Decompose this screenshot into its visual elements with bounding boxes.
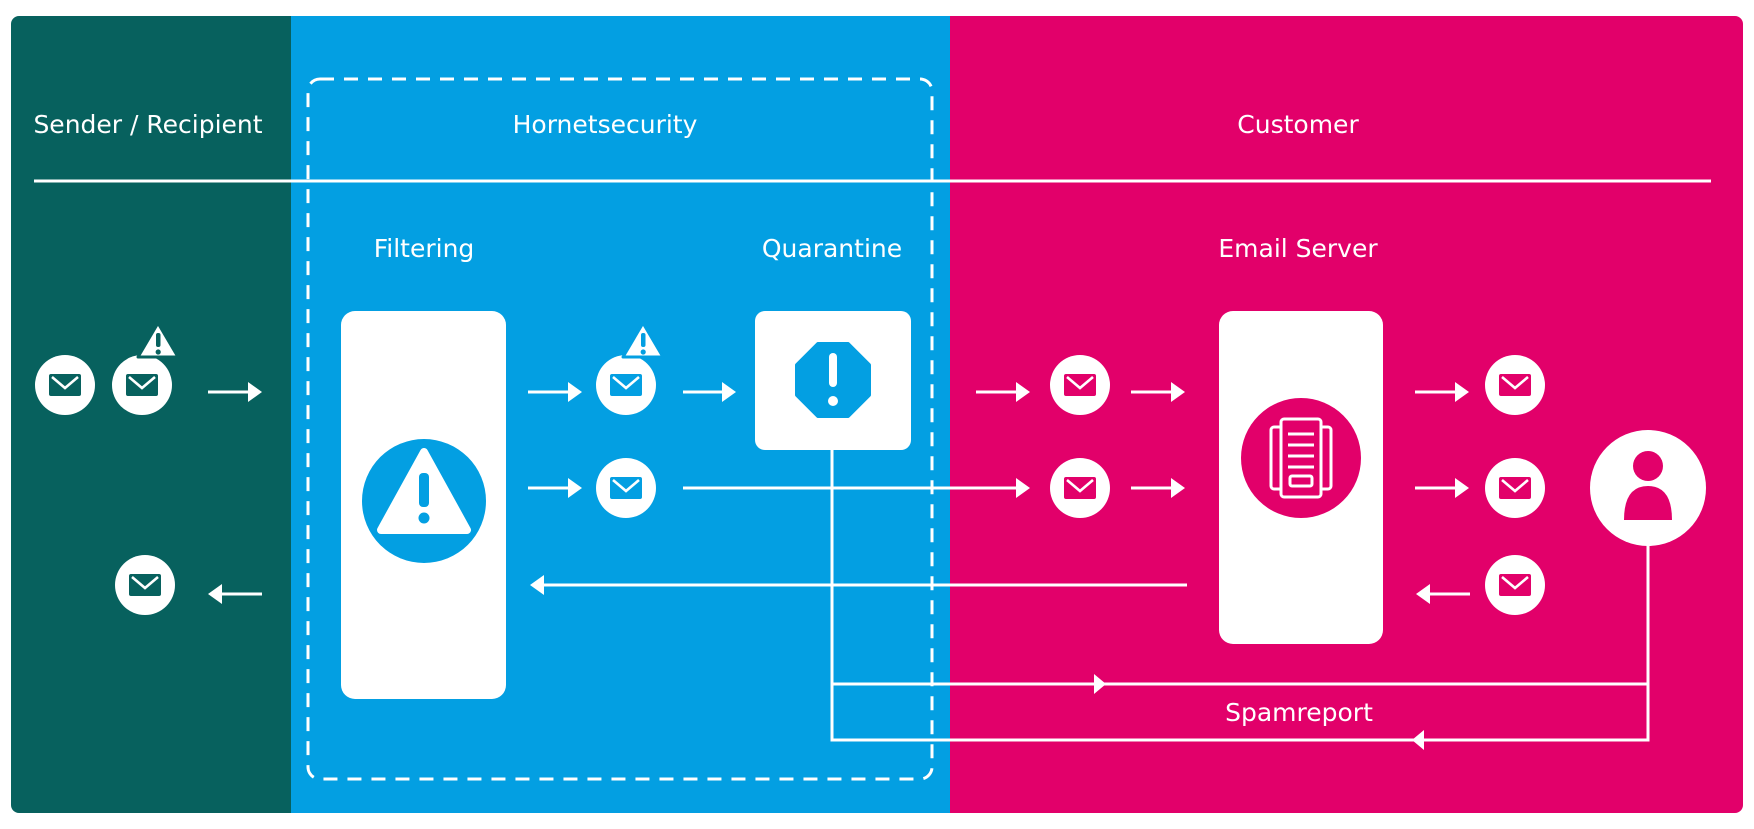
stage-label-filtering: Filtering [374, 234, 475, 263]
envelope-icon [1485, 355, 1545, 415]
email-server-icon [1241, 398, 1361, 518]
quarantine-stop-icon [795, 342, 871, 418]
envelope-icon [35, 355, 95, 415]
warning-triangle-icon [136, 321, 180, 359]
envelope-icon [1485, 458, 1545, 518]
clean-mail-path-line [683, 478, 1030, 498]
envelope-icon [112, 355, 172, 415]
envelope-icon [1485, 555, 1545, 615]
section-label-customer: Customer [1237, 110, 1359, 139]
envelope-icon [596, 458, 656, 518]
stage-label-email-server: Email Server [1218, 234, 1378, 263]
envelope-icon [115, 555, 175, 615]
filtering-warning-icon [362, 439, 486, 563]
return-path-line [530, 575, 1187, 595]
stage-label-quarantine: Quarantine [762, 234, 902, 263]
envelope-icon [596, 355, 656, 415]
section-label-hornet: Hornetsecurity [513, 110, 698, 139]
sender-panel [11, 16, 301, 813]
spamreport-loop [830, 450, 1650, 750]
section-label-sender: Sender / Recipient [33, 110, 262, 139]
spamreport-label: Spamreport [1225, 698, 1373, 727]
warning-triangle-icon [621, 321, 665, 359]
hornetsecurity-boundary [306, 77, 934, 781]
envelope-icon [1050, 458, 1110, 518]
envelope-icon [1050, 355, 1110, 415]
user-avatar-icon [1590, 430, 1706, 546]
flow-arrows [208, 382, 1470, 604]
